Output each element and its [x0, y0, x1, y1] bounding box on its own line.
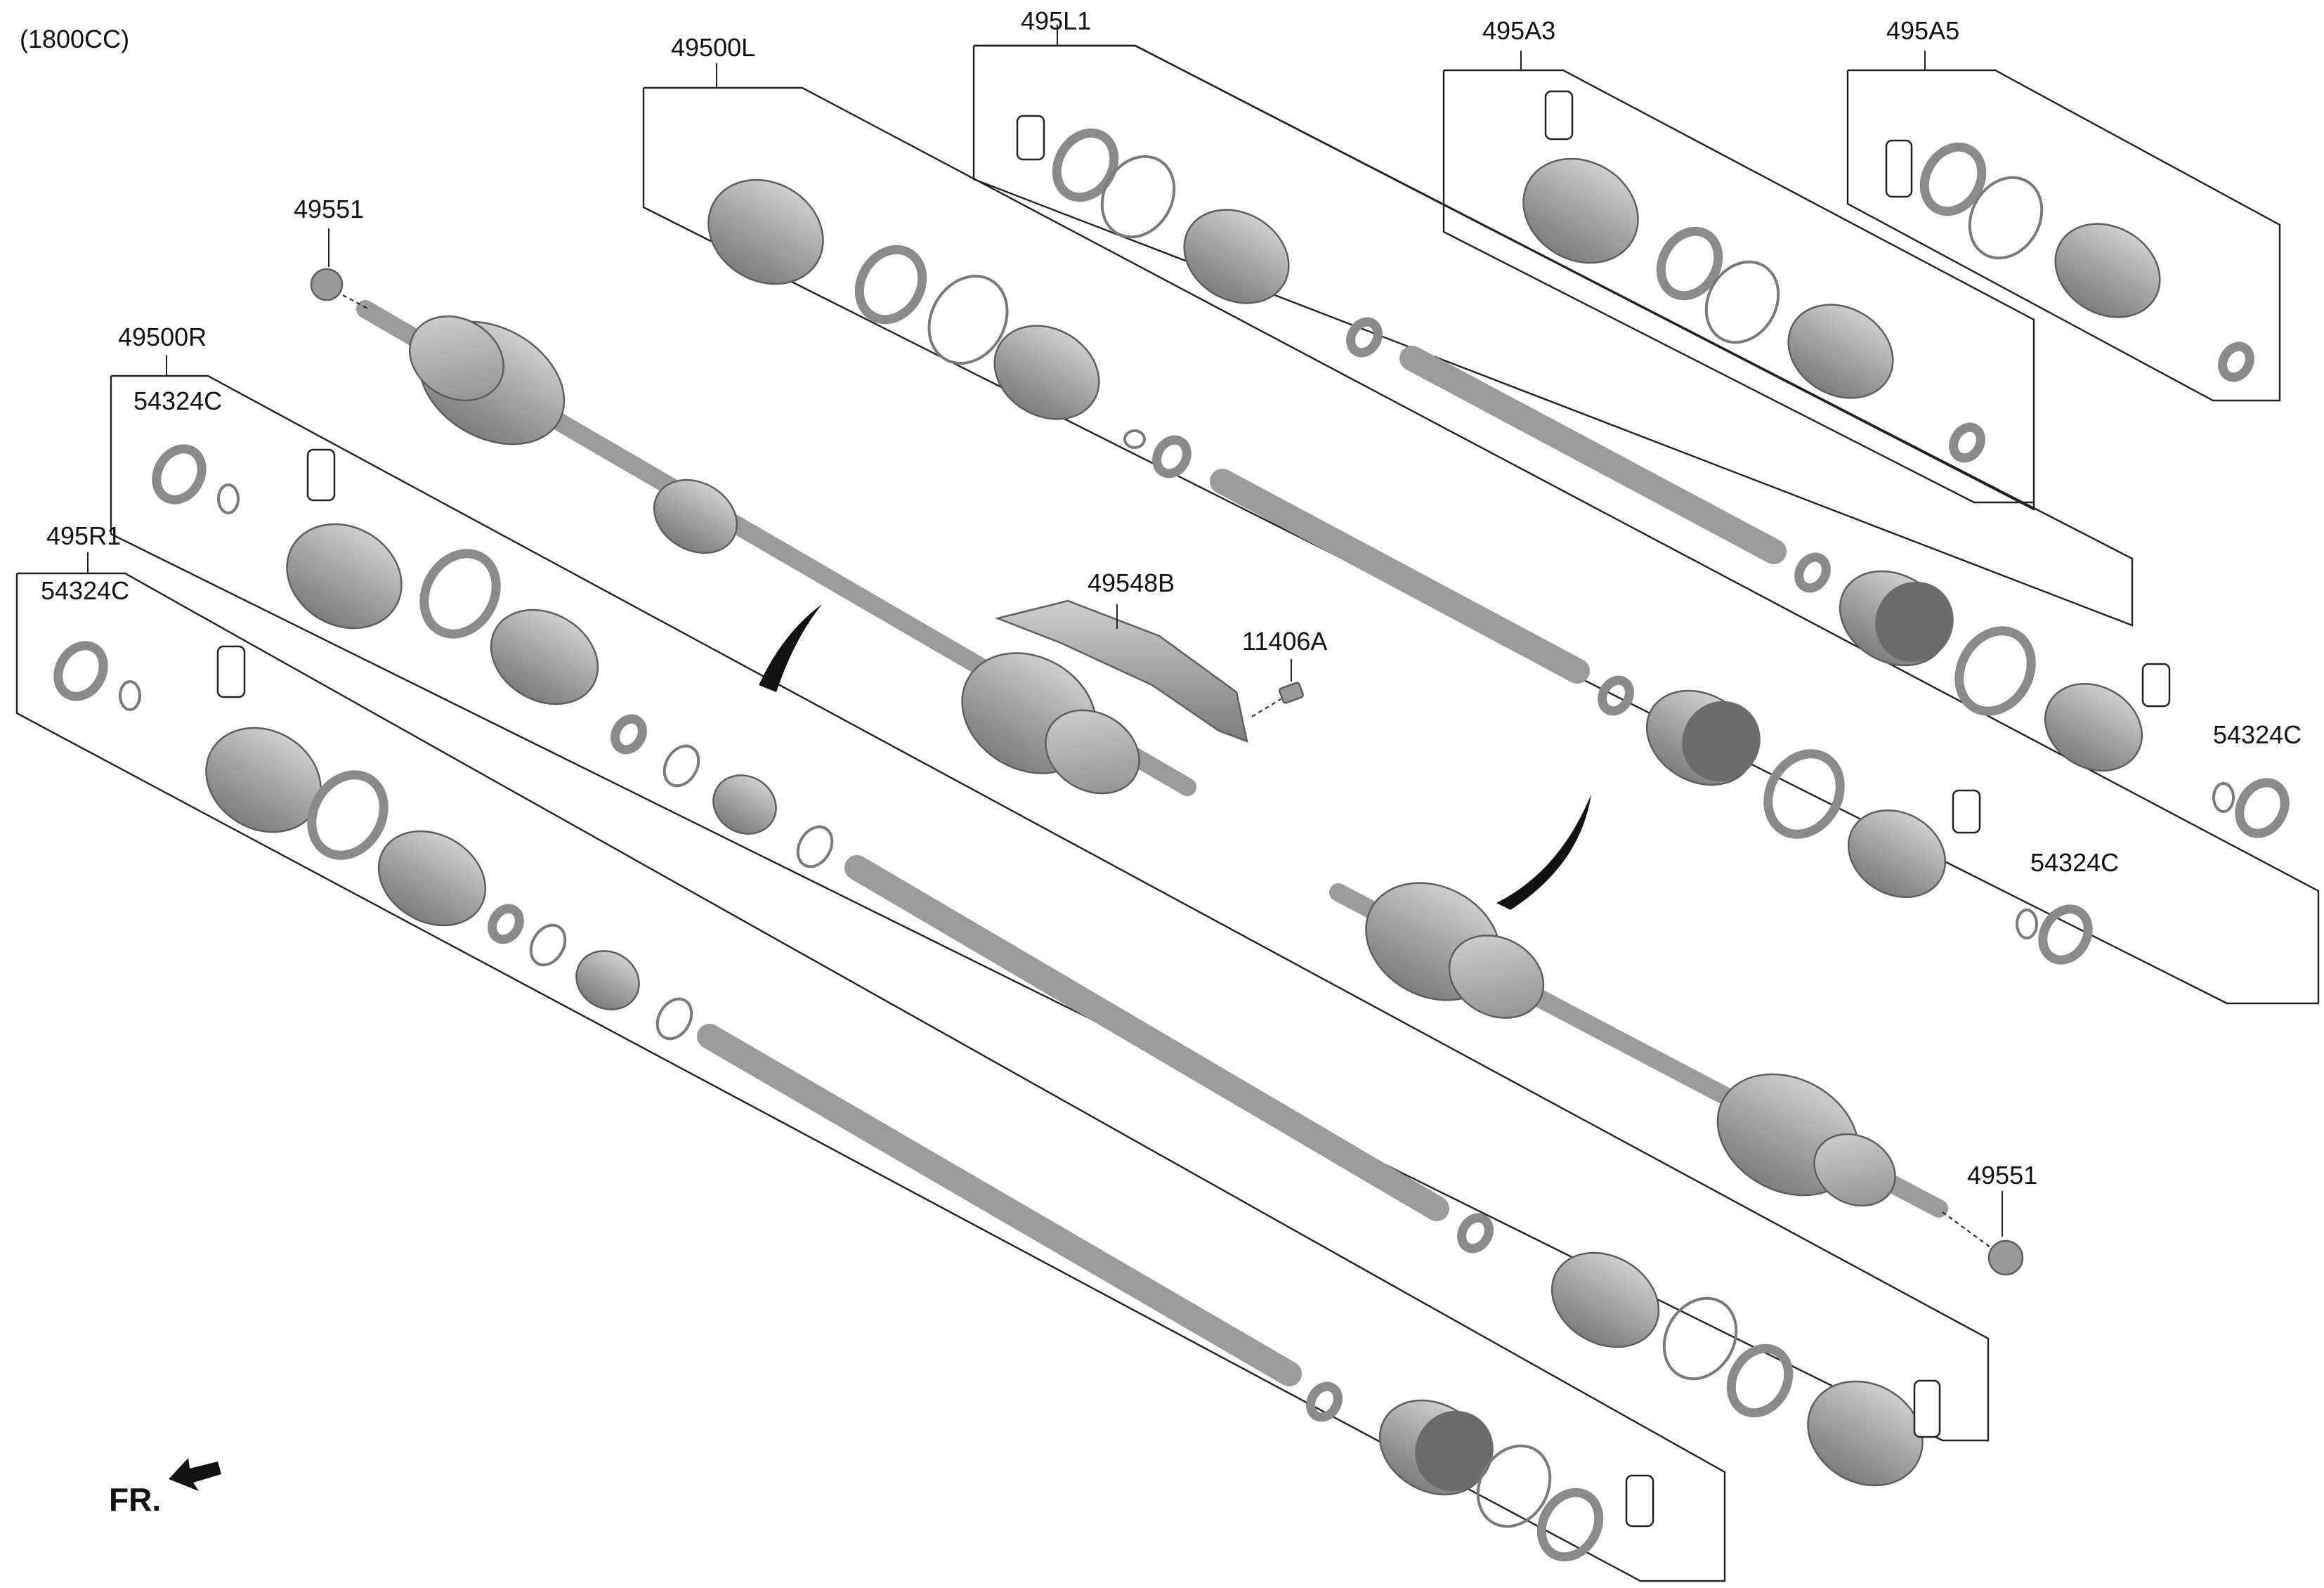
frame-49500R: 49500R [110, 323, 1990, 1442]
parts-495L1: 54324C [1016, 115, 2302, 838]
parts-49500L: 54324C [707, 178, 2119, 965]
frame-49500L: 49500L [642, 33, 2320, 1005]
part-code-54324C-l-right: 54324C [2030, 848, 2119, 877]
engine-label: (1800CC) [20, 25, 129, 53]
assembly-code-495A5: 495A5 [1886, 16, 1959, 45]
nut-label-top: 49551 [294, 195, 364, 267]
hub-nut-icon [1987, 1239, 2024, 1276]
front-arrow-icon [169, 1458, 221, 1491]
hub-nut-icon [310, 268, 344, 301]
bolt-11406A: 11406A [1242, 627, 1327, 717]
parts-49500R: 54324C [133, 386, 1941, 1487]
assembly-code-49500R: 49500R [118, 323, 207, 351]
part-code-49548B: 49548B [1088, 568, 1175, 597]
part-code-11406A: 11406A [1242, 627, 1327, 656]
frame-495A5: 495A5 [1846, 16, 2281, 402]
bracket-49548B: 49548B [994, 568, 1248, 743]
part-code-49551-bottom: 49551 [1967, 1161, 2037, 1190]
parts-495A5 [1885, 139, 2254, 382]
pointer-arrow-left [759, 604, 822, 692]
front-indicator: FR. [109, 1458, 221, 1518]
assembled-drive-shaft-upper [310, 268, 1196, 796]
parts-495A3 [1522, 90, 1985, 463]
frame-495L1: 495L1 [972, 6, 2134, 627]
assembled-drive-shaft-lower [1329, 882, 2024, 1276]
part-code-54324C-l1-right: 54324C [2213, 720, 2302, 749]
frame-495R1: 495R1 [15, 521, 1726, 1582]
front-label: FR. [109, 1481, 161, 1518]
parts-495R1: 54324C [41, 576, 1654, 1562]
nut-label-bottom: 49551 [1967, 1161, 2037, 1237]
assembly-code-49500L: 49500L [671, 33, 755, 62]
assembly-code-495L1: 495L1 [1021, 6, 1091, 35]
assembly-code-495R1: 495R1 [46, 521, 121, 550]
assembly-code-495A3: 495A3 [1482, 16, 1555, 45]
pointer-arrow-right [1496, 794, 1591, 910]
part-code-54324C-r: 54324C [133, 386, 222, 415]
part-code-54324C-r1: 54324C [41, 576, 129, 605]
part-code-49551-top: 49551 [294, 195, 364, 223]
frame-495A3: 495A3 [1442, 16, 2035, 504]
